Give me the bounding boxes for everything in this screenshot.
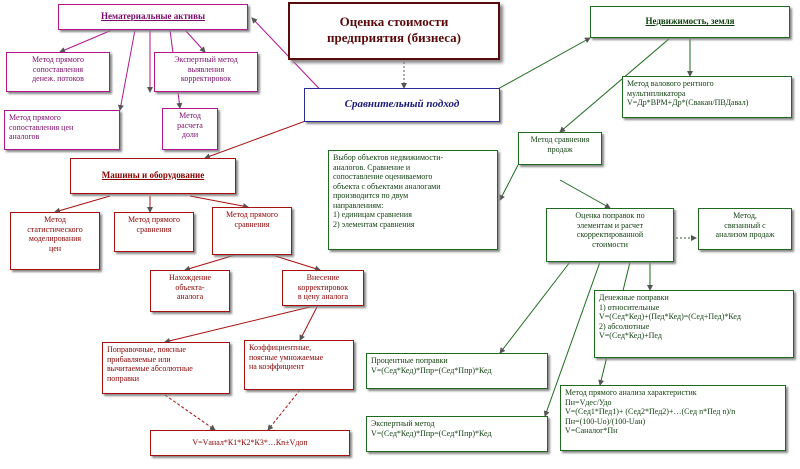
percent-corrections-box: Процентные поправки V=(Сед*Кед)*Ппр=(Сед… [366, 353, 548, 389]
calc-share-method-box: Метод расчета доли [162, 108, 218, 150]
compare-prices-method-box: Метод прямого сопоставления цен аналогов [4, 110, 120, 150]
compare-sales-method-box: Метод сравнения продаж [518, 132, 602, 165]
money-corrections-box: Денежные поправки 1) относительные V=(Се… [594, 290, 794, 358]
comparative-approach-box: Сравнительный подход [304, 88, 500, 122]
machines-equipment-box: Машины и оборудование [70, 158, 236, 194]
direct-compare-method2-box: Метод прямого сравнения [212, 207, 292, 255]
intro-corrections-box: Внесение корректировок в цену аналога [282, 270, 364, 306]
intangible-assets-box: Нематериальные активы [58, 4, 248, 30]
absolute-corrections-box: Поправочные, поясные прибавляемые или вы… [102, 342, 230, 394]
direct-compare-method-box: Метод прямого сравнения [114, 212, 194, 252]
realestate-land-box: Недвижимость, земля [590, 6, 790, 38]
stat-model-method-box: Метод статистического моделирования цен [10, 212, 100, 270]
gross-rent-method-box: Метод валового рентного мультипликатора … [622, 76, 792, 118]
expert-intangible-method-box: Экспертный метод выявления корректировок [154, 52, 258, 92]
find-analog-box: Нахождение объекта- аналога [150, 270, 230, 312]
top-title-box: Оценка стоимости предприятия (бизнеса) [288, 2, 500, 60]
expert-method-box: Экспертный метод V=(Сед*Кед)*Ппр=(Сед*Пп… [366, 416, 548, 452]
linked-sales-method-box: Метод, связанный с анализом продаж [698, 208, 792, 250]
coefficient-corrections-box: Коэффициентные, поясные умножаемые на ко… [244, 340, 354, 390]
formula-v-box: V=Vанал*К1*К2*К3*…Кn±Vдоп [150, 430, 350, 456]
excess-profit-method-box: Метод прямого сопоставления денеж. поток… [6, 52, 110, 92]
evaluate-corrections-box: Оценка поправок по элементам и расчет ск… [546, 208, 674, 262]
direct-analysis-method-box: Метод прямого анализа характеристик Пн=V… [560, 385, 786, 451]
select-objects-box: Выбор объектов недвижимости- аналогов. С… [328, 150, 498, 250]
